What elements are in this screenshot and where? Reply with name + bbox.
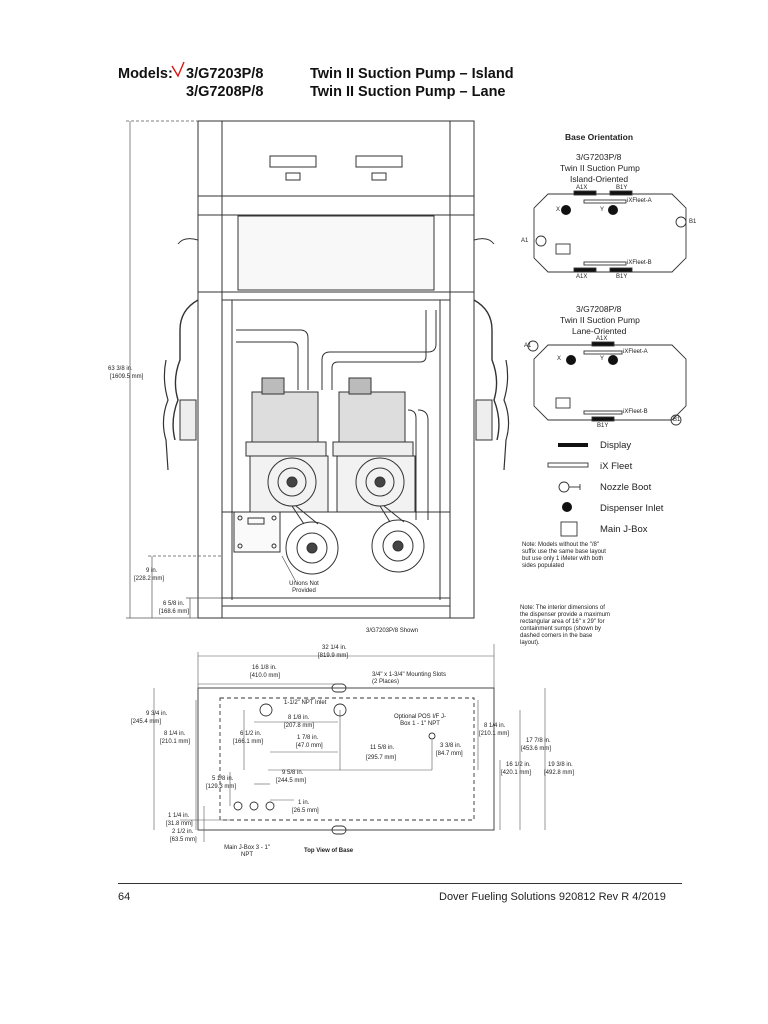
lane-b1y-label: B1Y xyxy=(597,423,609,429)
model-number-lane: 3/G7208P/8 xyxy=(186,84,264,100)
height-dimension-mm: [1609.5 mm] xyxy=(110,374,144,380)
island-orientation: Island-Oriented xyxy=(570,174,629,184)
unions-note: Unions Not Provided xyxy=(289,581,319,594)
model-description-island: Twin II Suction Pump – Island xyxy=(310,66,514,82)
model-description-lane: Twin II Suction Pump – Lane xyxy=(310,84,506,100)
island-fleet-b: iXFleet-B xyxy=(627,260,652,266)
elevation-caption: 3/G7203P/8 Shown xyxy=(366,628,419,634)
lane-name: Twin II Suction Pump xyxy=(560,315,640,325)
lane-a1-label: A1 xyxy=(524,343,532,349)
island-y-label: Y xyxy=(600,207,605,213)
dim-178-in: 1 7/8 in. xyxy=(297,735,319,741)
dim-1618-in: 16 1/8 in. xyxy=(252,665,277,671)
dim-1612-mm: [420.1 mm] xyxy=(501,770,532,776)
model-number-island: 3/G7203P/8 xyxy=(186,66,264,82)
base-width-mm: [819.9 mm] xyxy=(318,653,349,659)
legend-dispenser-inlet: Dispenser Inlet xyxy=(600,503,664,514)
document-reference: Dover Fueling Solutions 920812 Rev R 4/2… xyxy=(439,891,666,903)
dispenser-inlet-legend-icon xyxy=(562,502,572,512)
lane-fleet-b: iXFleet-B xyxy=(623,409,648,415)
dim-1938-in: 19 3/8 in. xyxy=(548,762,573,768)
legend-display: Display xyxy=(600,440,632,451)
fleet-legend-icon xyxy=(547,462,589,468)
dim-1-in: 1 in. xyxy=(298,800,310,806)
lane-orientation: Lane-Oriented xyxy=(572,326,627,336)
legend-ix-fleet: iX Fleet xyxy=(600,461,633,472)
island-b1y-bottom: B1Y xyxy=(616,274,628,280)
dim-212-mm: [63.5 mm] xyxy=(170,837,197,843)
island-b1-label: B1 xyxy=(689,219,697,225)
top-view-caption: Top View of Base xyxy=(304,848,354,854)
dim-1618-mm: [410.0 mm] xyxy=(250,673,281,679)
dim-338-mm: [84.7 mm] xyxy=(436,751,463,757)
dim-178-mm: [47.0 mm] xyxy=(296,743,323,749)
dim-114-mm: [31.8 mm] xyxy=(166,821,193,827)
page-number: 64 xyxy=(118,891,131,903)
dim-114-in: 1 1/4 in. xyxy=(168,813,190,819)
dim-1778-mm: [453.6 mm] xyxy=(521,746,552,752)
dim-1-mm: [26.5 mm] xyxy=(292,808,319,814)
island-x-label: X xyxy=(556,207,561,213)
dim-612-mm: [166.1 mm] xyxy=(233,739,264,745)
dim-934-mm: [245.4 mm] xyxy=(131,719,162,725)
island-a1-label: A1 xyxy=(521,238,529,244)
lane-x-label: X xyxy=(557,356,562,362)
dim-518-mm: [129.3 mm] xyxy=(206,784,237,790)
dim-814-mm: [210.1 mm] xyxy=(160,739,191,745)
dim-818-mm: [207.8 mm] xyxy=(284,723,315,729)
dim-9in: 9 in. xyxy=(146,568,158,574)
island-name: Twin II Suction Pump xyxy=(560,163,640,173)
legend-nozzle-boot: Nozzle Boot xyxy=(600,482,652,493)
models-suffix-note: Note: Models without the "/8" suffix use… xyxy=(522,542,606,569)
lane-model: 3/G7208P/8 xyxy=(576,304,622,314)
dim-958-mm: [244.5 mm] xyxy=(276,778,307,784)
footer-rule xyxy=(118,883,682,884)
lane-b1-label: B1 xyxy=(673,417,681,423)
mounting-slots-note: 3/4" x 1-3/4" Mounting Slots (2 Places) xyxy=(372,672,446,685)
dim-958-in: 9 5/8 in. xyxy=(282,770,304,776)
pos-jbox-note: Optional POS I/F J-Box 1 - 1" NPT xyxy=(393,714,447,727)
legend-main-jbox: Main J-Box xyxy=(600,524,648,535)
main-jbox-legend-icon xyxy=(560,521,578,537)
models-label: Models: xyxy=(118,66,173,82)
lane-a1x-label: A1X xyxy=(596,336,608,342)
dim-814r-in: 8 1/4 in. xyxy=(484,723,506,729)
island-fleet-a: iXFleet-A xyxy=(627,198,652,204)
dim-1158-mm: [295.7 mm] xyxy=(366,755,397,761)
dim-1938-mm: [492.8 mm] xyxy=(544,770,575,776)
interior-dimensions-note: Note: The interior dimensions of the dis… xyxy=(520,605,611,646)
main-jbox-note: Main J-Box 3 - 1" NPT xyxy=(224,845,270,858)
dim-518-in: 5 1/8 in. xyxy=(212,776,234,782)
dim-658mm: [168.6 mm] xyxy=(159,609,190,615)
npt-inlet-label: 1-1/2" NPT Inlet xyxy=(284,700,327,706)
island-a1x-top: A1X xyxy=(576,185,588,191)
dim-212-in: 2 1/2 in. xyxy=(172,829,194,835)
dim-1158-in: 11 5/8 in. xyxy=(370,745,395,751)
dim-1778-in: 17 7/8 in. xyxy=(526,738,551,744)
dim-814r-mm: [210.1 mm] xyxy=(479,731,510,737)
island-b1y-top: B1Y xyxy=(616,185,628,191)
dim-934-in: 9 3/4 in. xyxy=(146,711,168,717)
dim-338-in: 3 3/8 in. xyxy=(440,743,462,749)
dim-818-in: 8 1/8 in. xyxy=(288,715,310,721)
island-model: 3/G7203P/8 xyxy=(576,152,622,162)
lane-fleet-a: iXFleet-A xyxy=(623,349,648,355)
island-a1x-bottom: A1X xyxy=(576,274,588,280)
dim-1612-in: 16 1/2 in. xyxy=(506,762,531,768)
lane-y-label: Y xyxy=(600,356,605,362)
height-dimension-in: 63 3/8 in. xyxy=(108,366,133,372)
nozzle-boot-legend-icon xyxy=(558,481,581,493)
display-legend-icon xyxy=(558,443,588,447)
dim-658in: 6 5/8 in. xyxy=(163,601,185,607)
dim-9mm: [228.2 mm] xyxy=(134,576,165,582)
base-orientation-title: Base Orientation xyxy=(565,132,634,142)
dim-814-in: 8 1/4 in. xyxy=(164,731,186,737)
base-width-in: 32 1/4 in. xyxy=(322,645,347,651)
dim-612-in: 6 1/2 in. xyxy=(240,731,262,737)
